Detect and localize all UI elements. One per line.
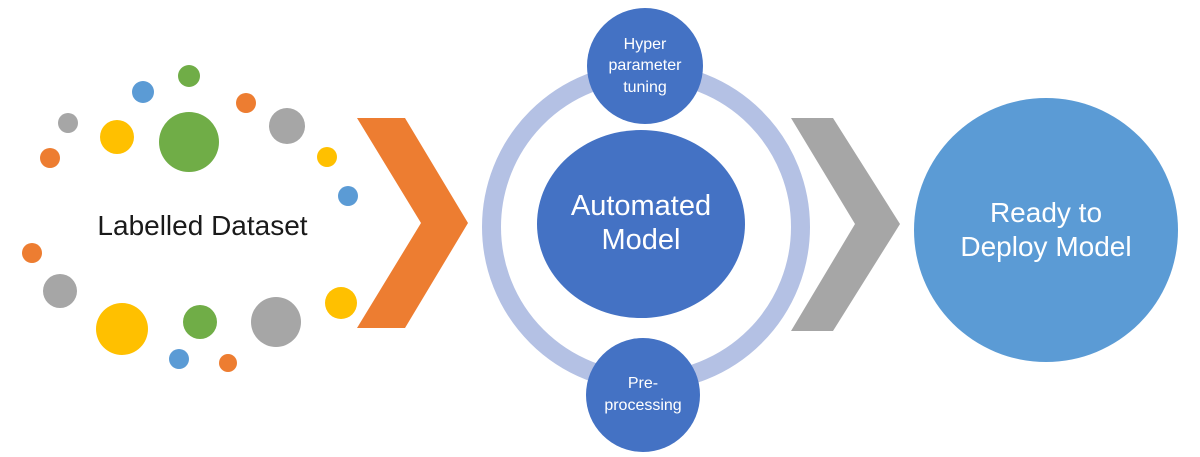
label-line: Hyper <box>623 35 667 53</box>
flow-chevron-right-icon-1 <box>357 118 468 328</box>
dataset-dot-blue <box>132 81 154 103</box>
dataset-dot-blue <box>169 349 189 369</box>
dataset-dot-yellow <box>96 303 148 355</box>
preprocessing-node: Pre- processing <box>586 338 700 452</box>
label-line: Automated <box>570 190 712 223</box>
dataset-dot-yellow <box>325 287 357 319</box>
automated-model-node: Automated Model <box>537 130 745 318</box>
dataset-dot-orange <box>40 148 60 168</box>
dataset-dot-green <box>178 65 200 87</box>
label-line: Pre- <box>627 375 659 393</box>
label-line: tuning <box>623 78 667 96</box>
dataset-dot-gray <box>43 274 77 308</box>
label-line: Model <box>601 224 681 256</box>
dataset-dot-gray <box>251 297 301 347</box>
hyperparameter-tuning-label: Hyper parameter tuning <box>609 34 682 99</box>
dataset-dot-orange <box>22 243 42 263</box>
dataset-dot-yellow <box>317 147 337 167</box>
label-line: Ready to <box>989 197 1103 229</box>
labelled-dataset-label: Labelled Dataset <box>97 210 308 241</box>
automated-model-label: Automated Model <box>571 190 711 257</box>
hyperparameter-tuning-node: Hyper parameter tuning <box>587 8 703 124</box>
dataset-dot-yellow <box>100 120 134 154</box>
dataset-dot-green <box>159 112 219 172</box>
dataset-dot-orange <box>219 354 237 372</box>
flow-chevron-right-icon-2 <box>791 118 900 331</box>
dataset-dot-gray <box>58 113 78 133</box>
label-line: parameter <box>608 57 682 75</box>
dataset-dot-orange <box>236 93 256 113</box>
label-line: Deploy Model <box>960 231 1132 262</box>
label-line: processing <box>604 397 682 414</box>
preprocessing-label: Pre- processing <box>604 373 681 416</box>
dataset-dot-green <box>183 305 217 339</box>
dataset-dot-gray <box>269 108 305 144</box>
ready-to-deploy-node: Ready to Deploy Model <box>914 98 1178 362</box>
dataset-dot-blue <box>338 186 358 206</box>
ready-to-deploy-label: Ready to Deploy Model <box>960 196 1131 263</box>
dataset-dot-cluster <box>22 65 358 372</box>
